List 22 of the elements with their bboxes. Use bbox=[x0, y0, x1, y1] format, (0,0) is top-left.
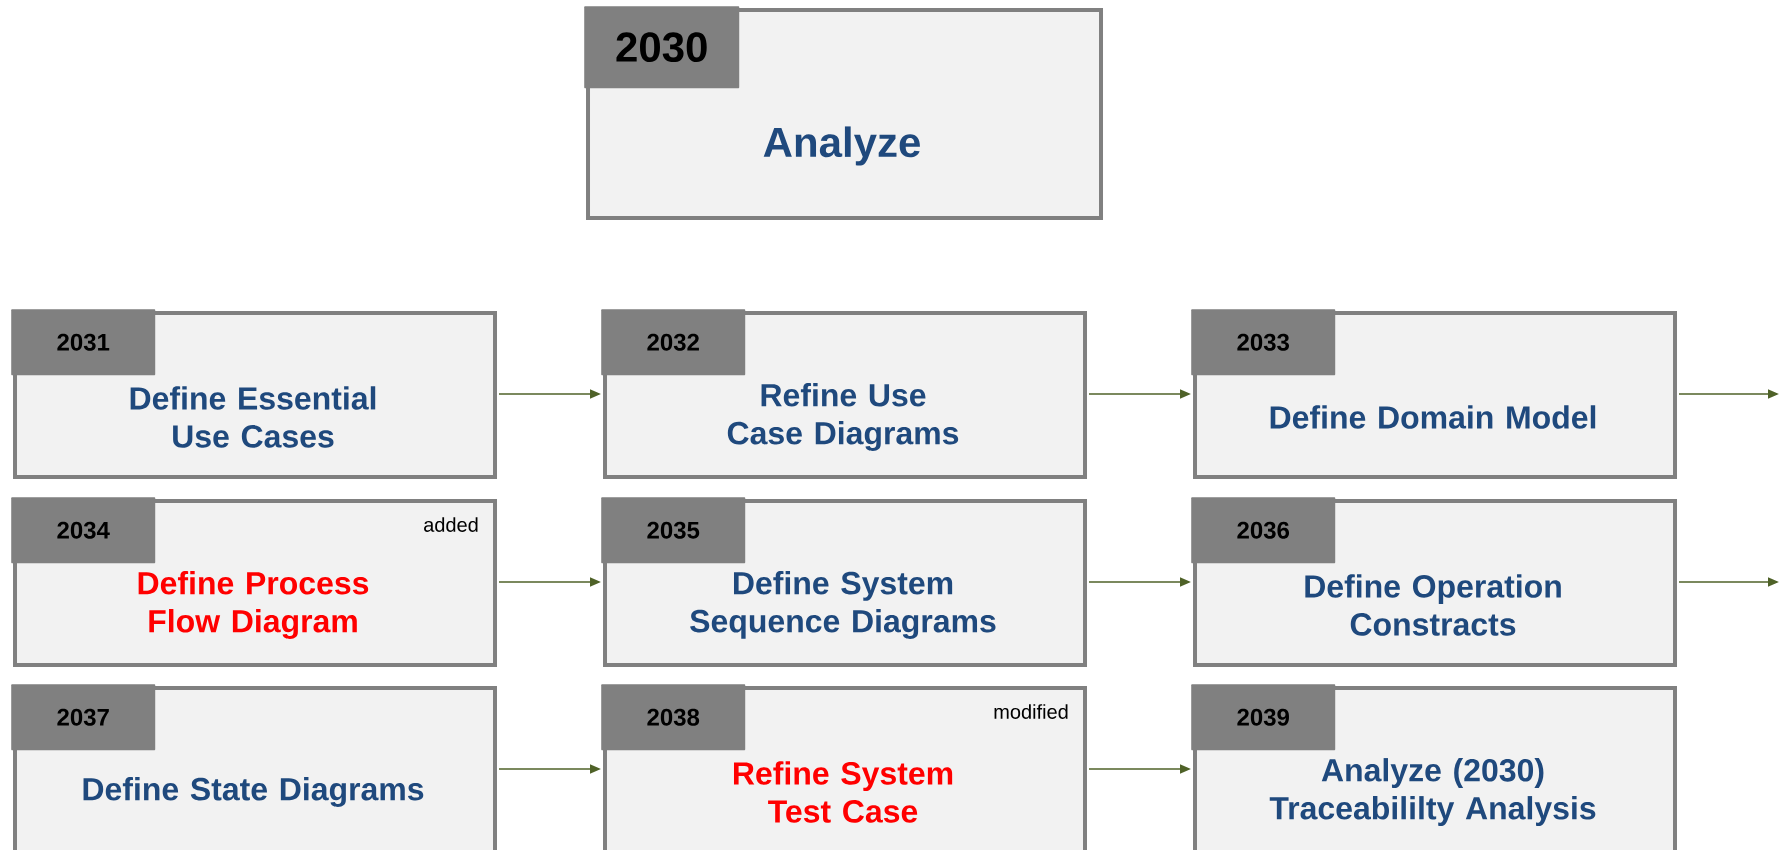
box-title: Refine Use Case Diagrams bbox=[727, 383, 959, 451]
status-note: modified bbox=[994, 704, 1068, 719]
number-tab: 2031 bbox=[11, 309, 156, 376]
box-title: Define Essential Use Cases bbox=[130, 386, 376, 448]
number-tab: 2038 bbox=[601, 684, 746, 751]
number-tab: 2032 bbox=[601, 309, 746, 376]
box-title: Define State Diagrams bbox=[83, 777, 424, 807]
number-tab: 2037 bbox=[11, 684, 156, 751]
box-title: Define Process Flow Diagram bbox=[138, 571, 369, 639]
box-title: Define Domain Model bbox=[1270, 405, 1596, 429]
box-title: Define System Sequence Diagrams bbox=[690, 571, 996, 639]
status-note: added bbox=[424, 517, 478, 532]
number-tab: 2035 bbox=[601, 497, 746, 564]
box-title: Analyze (2030) Traceabililty Analysis bbox=[1269, 758, 1596, 826]
number-tab: 2033 bbox=[1191, 309, 1336, 376]
box-title: Analyze bbox=[763, 126, 920, 166]
number-tab: 2036 bbox=[1191, 497, 1336, 564]
box-title: Define Operation Constracts bbox=[1305, 574, 1561, 636]
number-tab: 2034 bbox=[11, 497, 156, 564]
number-tab: 2039 bbox=[1191, 684, 1336, 751]
box-title: Refine System Test Case bbox=[734, 761, 953, 823]
number-tab: 2030 bbox=[584, 6, 740, 89]
